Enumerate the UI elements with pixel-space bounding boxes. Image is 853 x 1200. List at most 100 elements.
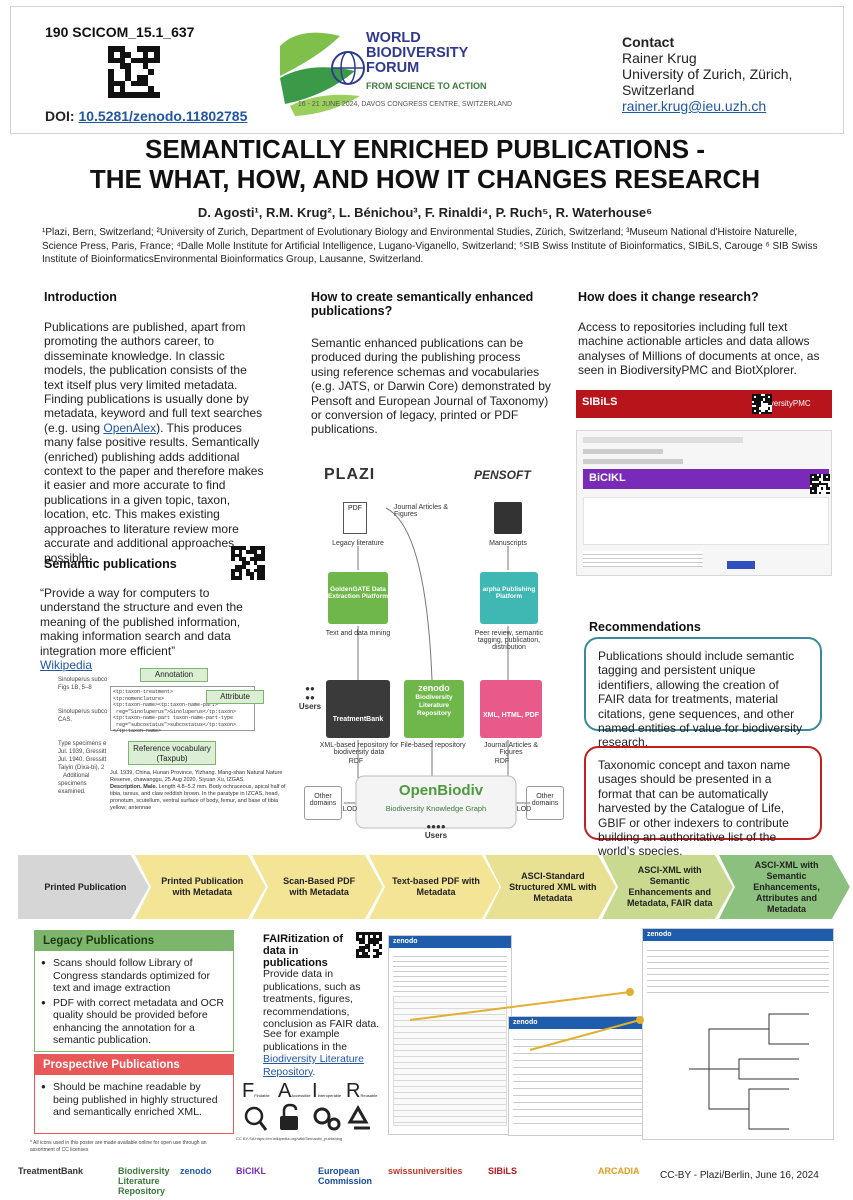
bicikl-banner: BiCIKL xyxy=(583,469,829,489)
stage-chevron: Printed Publication xyxy=(18,855,149,919)
fair-text-1: Provide data in publications, such as tr… xyxy=(263,968,380,1030)
users-bottom-icon: ●●●● xyxy=(426,822,446,831)
workflow-diagram: PLAZI PENSOFT PDF Journal Articles & Fig… xyxy=(296,458,564,844)
stage-chevron: Text-based PDF with Metadata xyxy=(368,855,500,919)
zenodo-header-3: zenodo xyxy=(643,929,833,941)
peer-review-label: Peer review, semantic tagging, publicati… xyxy=(474,630,544,651)
stage-chevron: ASCI-Standard Structured XML with Metada… xyxy=(485,855,617,919)
zenodo-record-1: zenodo xyxy=(388,935,512,1135)
goldengate-box: GoldenGATE Data Extraction Platform xyxy=(328,572,388,624)
sibils-qr-icon xyxy=(752,394,772,414)
footer-logo: BiCIKL xyxy=(236,1166,266,1176)
intro-text: Publications are published, apart from p… xyxy=(44,320,269,565)
footer-logo: Biodiversity Literature Repository xyxy=(118,1166,170,1196)
pdf-document-icon: PDF xyxy=(343,502,367,534)
specimen-text: Jul. 1939, China, Hunan Province, Yizhan… xyxy=(110,770,286,811)
stage-chevron: ASCI-XML with Semantic Enhancements and … xyxy=(602,855,734,919)
footer-logo: European Commission xyxy=(318,1166,373,1186)
fair-qr-icon xyxy=(356,932,382,958)
contact-org: University of Zurich, Zürich, Switzerlan… xyxy=(622,66,793,98)
fair-arrows xyxy=(409,988,644,1051)
prospective-bullet-1: Should be machine readable by being publ… xyxy=(39,1081,227,1119)
semantic-quote: “Provide a way for computers to understa… xyxy=(40,586,243,658)
prospective-heading: Prospective Publications xyxy=(35,1055,233,1075)
wikipedia-link[interactable]: Wikipedia xyxy=(40,658,93,673)
stage-label: Scan-Based PDF with Metadata xyxy=(283,876,356,897)
users-left-label: Users xyxy=(298,702,322,711)
stage-chevron: Printed Publication with Metadata xyxy=(134,855,266,919)
contact-heading: Contact xyxy=(622,34,675,50)
event-tagline: FROM SCIENCE TO ACTION xyxy=(366,81,487,91)
xml-snippet: <tp:taxon-treatment><tp:nomenclature><tp… xyxy=(110,686,255,734)
qr-code-icon xyxy=(108,46,160,98)
recycle-icon xyxy=(347,1104,370,1130)
contact-email-link[interactable]: rainer.krug@ieu.uzh.ch xyxy=(622,98,767,114)
title-line-2: THE WHAT, HOW, AND HOW IT CHANGES RESEAR… xyxy=(89,164,761,194)
query-list-mock xyxy=(583,551,703,567)
zenodo-header-1: zenodo xyxy=(389,936,511,948)
bicikl-logo: BiCIKL xyxy=(589,472,626,484)
legacy-bullet-1: Scans should follow Library of Congress … xyxy=(39,957,227,995)
fair-r-sub: Reusable xyxy=(360,1093,378,1098)
gears-icon xyxy=(313,1107,341,1131)
prospective-box: Prospective Publications Should be machi… xyxy=(34,1054,234,1134)
pensoft-logo: PENSOFT xyxy=(474,468,531,482)
footer-logo: SIBiLS xyxy=(488,1166,518,1176)
biodiversity-pmc-screenshot: SIBiLS BiodiversityPMC BiCIKL xyxy=(576,390,832,578)
phylogeny-tree-icon xyxy=(689,1013,809,1130)
change-heading: How does it change research? xyxy=(578,290,759,304)
intro-text-b: ). This produces many false positive res… xyxy=(44,420,264,565)
search-panel: BiCIKL xyxy=(576,430,832,576)
fair-f-sub: Findable xyxy=(254,1093,270,1098)
callout-attribute: Attribute xyxy=(206,690,264,704)
unlock-icon xyxy=(280,1103,298,1130)
fair-f: FFindable xyxy=(242,1080,270,1103)
fair-a-sub: Accessible xyxy=(291,1093,311,1098)
footer-logo: zenodo xyxy=(180,1166,212,1176)
doi-label: DOI: xyxy=(45,108,75,124)
stage-label: Printed Publication with Metadata xyxy=(161,876,244,897)
event-dates: 16 - 21 JUNE 2024, DAVOS CONGRESS CENTRE… xyxy=(297,101,513,108)
doi-link[interactable]: 10.5281/zenodo.11802785 xyxy=(78,108,248,124)
event-logo xyxy=(270,16,528,128)
footer-logo: TreatmentBank xyxy=(18,1166,84,1176)
lod-label-1: LOD xyxy=(342,806,358,813)
fair-text-2: See for example publications in the Biod… xyxy=(263,1028,364,1078)
results-table-mock xyxy=(583,497,829,545)
stage-label: Printed Publication xyxy=(44,881,127,892)
fair-principles-figure: FFindable AAccessible IInteroperable RRe… xyxy=(240,1080,390,1136)
search-bar-mock xyxy=(583,437,743,443)
xml-sub: Journal Articles & Figures xyxy=(483,742,539,756)
blr-sub: File-based repository xyxy=(400,742,466,749)
fair-text-2a: See for example publications in the xyxy=(263,1028,348,1053)
diagram-lines xyxy=(344,507,530,829)
sibils-logo: SIBiLS xyxy=(582,396,618,408)
fair-i: IInteroperable xyxy=(312,1080,341,1103)
fair-icons xyxy=(244,1103,370,1131)
legacy-bullet-2: PDF with correct metadata and OCR qualit… xyxy=(39,997,227,1047)
text-mining-label: Text and data mining xyxy=(325,630,391,637)
blr-link[interactable]: Biodiversity Literature Repository xyxy=(263,1053,364,1078)
openbiodiv-logo: OpenBiodiv xyxy=(398,782,484,799)
rdf-label-2: RDF xyxy=(494,758,510,765)
globe-leaf-icon xyxy=(280,32,365,116)
openalex-link[interactable]: OpenAlex xyxy=(103,420,157,435)
record-3-text-mock xyxy=(647,945,829,995)
manuscript-icon xyxy=(494,502,522,534)
intro-heading: Introduction xyxy=(44,290,117,304)
legacy-literature-label: Legacy literature xyxy=(332,540,384,547)
fair-a-letter: A xyxy=(278,1080,292,1102)
stage-label: Text-based PDF with Metadata xyxy=(392,876,480,897)
sibils-banner: SIBiLS BiodiversityPMC xyxy=(576,390,832,418)
event-title: WORLD BIODIVERSITY FORUM xyxy=(366,30,469,76)
authors: D. Agosti¹, R.M. Krug², L. Bénichou³, F.… xyxy=(197,205,653,220)
footer-logo: swissuniversities xyxy=(388,1166,463,1176)
users-left: ●●●●Users xyxy=(296,684,324,711)
affiliations: ¹Plazi, Bern, Switzerland; ²University o… xyxy=(42,227,818,265)
callout-vocabulary: Reference vocabulary (Taxpub) xyxy=(128,741,216,765)
contact-block: Contact Rainer Krug University of Zurich… xyxy=(622,34,822,114)
lod-label-2: LOD xyxy=(516,806,532,813)
